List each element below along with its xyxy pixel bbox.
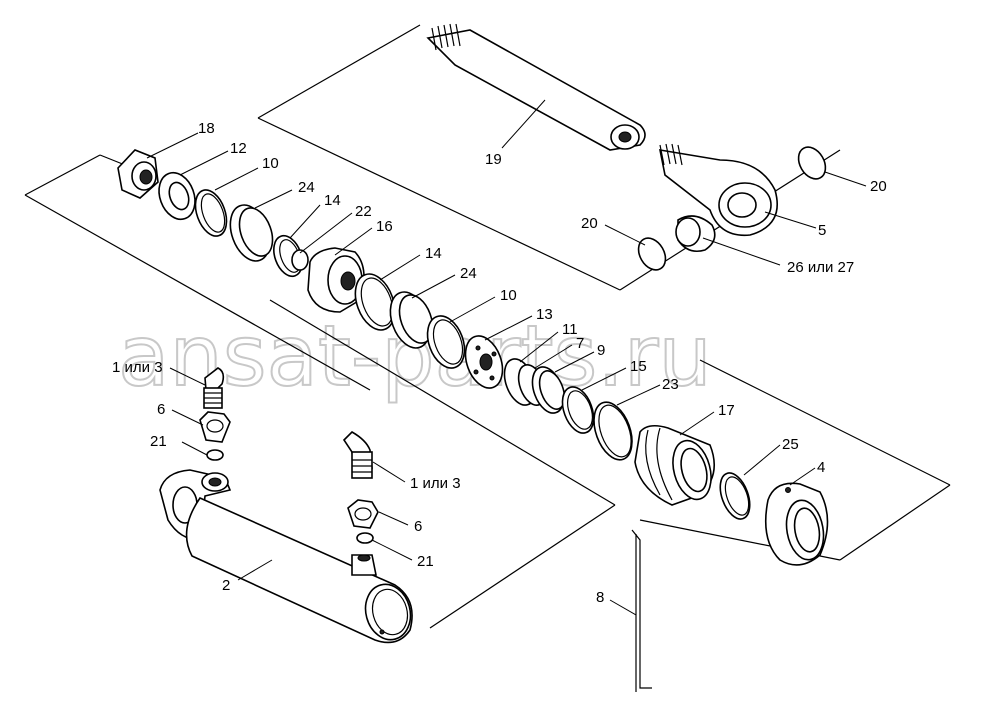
callout-8: 8: [596, 589, 604, 606]
callout-19: 19: [485, 151, 502, 168]
callout-7: 7: [576, 335, 584, 352]
callout-17: 17: [718, 402, 735, 419]
ring-20-upper: [797, 146, 827, 180]
gland-17: [634, 424, 716, 506]
callout-6-right: 6: [414, 518, 422, 535]
callout-10-lower: 10: [500, 287, 517, 304]
callout-16: 16: [376, 218, 393, 235]
spherical-bearing-26-27: [675, 215, 716, 253]
callout-10-upper: 10: [262, 155, 279, 172]
callout-11: 11: [562, 321, 578, 338]
ring-10-upper: [194, 189, 228, 237]
disc-13: [464, 335, 504, 389]
callout-14-lower: 14: [425, 245, 442, 262]
callout-21-left: 21: [150, 433, 167, 450]
piston-rod-19: [426, 23, 646, 151]
leader-lines: [146, 99, 867, 616]
callout-25: 25: [782, 436, 799, 453]
nut-18: [117, 149, 159, 199]
callout-4: 4: [817, 459, 825, 476]
ring-20-lower: [637, 237, 667, 271]
nut-6-right: [347, 499, 379, 529]
callout-2: 2: [222, 577, 230, 594]
callout-21-right: 21: [417, 553, 434, 570]
ring-22: [291, 249, 309, 271]
callout-1-or-3-left: 1 или 3: [112, 359, 163, 376]
ring-14-lower: [354, 273, 396, 331]
callout-20-lower: 20: [581, 215, 598, 232]
callout-9: 9: [597, 342, 605, 359]
callout-labels: 18 12 10 24 14 22 16 14 24 10 13 11 7 9 …: [112, 120, 887, 606]
fitting-1-or-3-left: [203, 367, 225, 409]
callout-26-or-27: 26 или 27: [787, 259, 854, 276]
ring-21-left: [206, 449, 224, 461]
callout-23: 23: [662, 376, 679, 393]
callout-20-upper: 20: [870, 178, 887, 195]
callout-15: 15: [630, 358, 647, 375]
nut-6-left: [199, 411, 231, 443]
ring-24-lower: [389, 291, 434, 349]
callout-24-lower: 24: [460, 265, 477, 282]
wire-8: [631, 529, 652, 689]
callout-6-left: 6: [157, 401, 165, 418]
callout-18: 18: [198, 120, 215, 137]
cylinder-barrel-2: [159, 469, 413, 644]
fitting-1-or-3-right: [342, 431, 373, 479]
ring-21-right: [356, 532, 374, 544]
ring-23: [593, 401, 633, 461]
callout-5: 5: [818, 222, 826, 239]
ring-9: [531, 366, 566, 414]
callout-22: 22: [355, 203, 372, 220]
callout-13: 13: [536, 306, 553, 323]
callout-1-or-3-right: 1 или 3: [410, 475, 461, 492]
cap-nut-4: [764, 482, 829, 566]
callout-12: 12: [230, 140, 247, 157]
callout-14-upper: 14: [324, 192, 341, 209]
washer-12: [158, 171, 196, 221]
callout-24-upper: 24: [298, 179, 315, 196]
piston-16: [307, 247, 365, 313]
rod-eye-5: [658, 143, 779, 237]
ring-24-upper: [229, 204, 274, 262]
